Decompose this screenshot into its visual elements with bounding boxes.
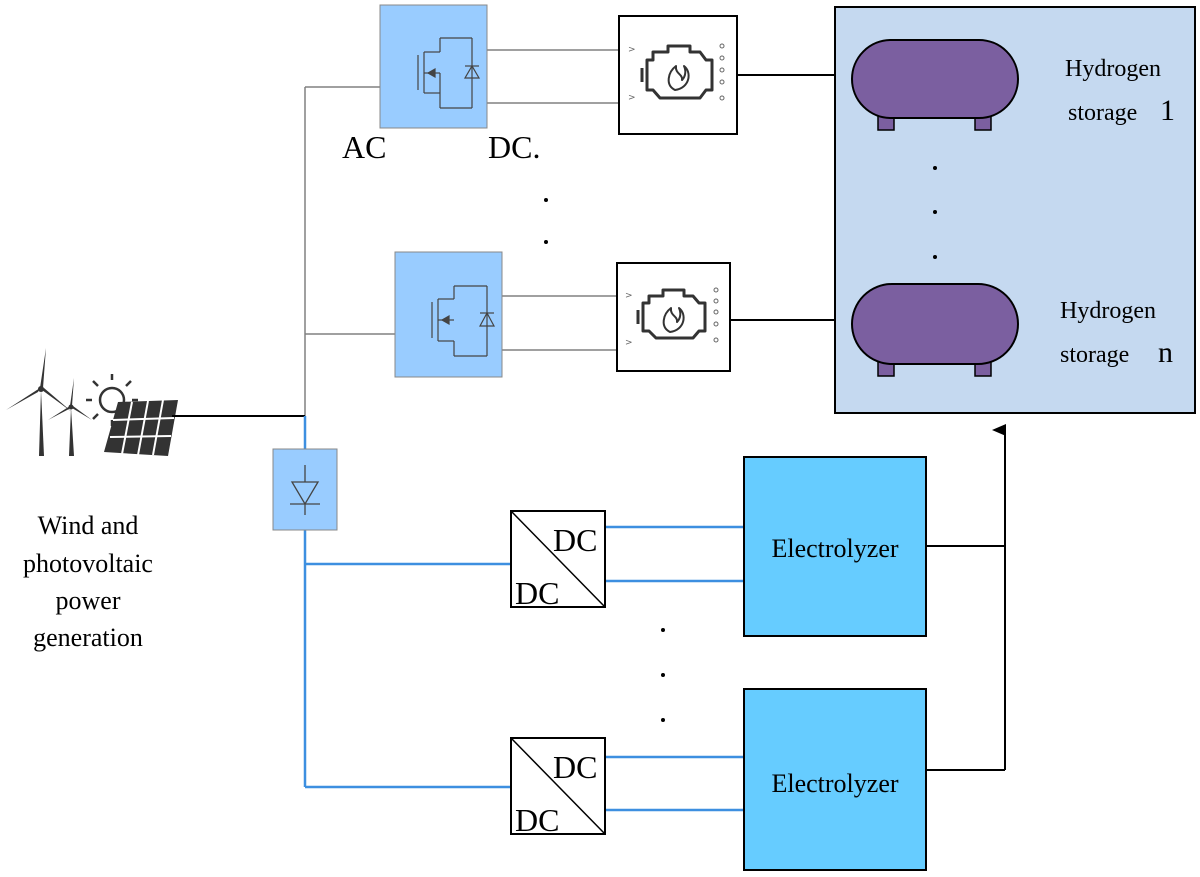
source-label-line-2: photovoltaic [23, 549, 153, 578]
svg-text:>: > [628, 93, 636, 103]
source-label-line-1: Wind and [38, 511, 139, 540]
hydrogen-tank-n [851, 283, 1019, 377]
storage-1-index: 1 [1160, 94, 1175, 127]
mosfet-icon [417, 37, 473, 109]
hydrogen-storage-1-label: Hydrogen storage 1 [1065, 56, 1175, 127]
engine-block-1: > > [618, 15, 738, 135]
storage-ellipsis [933, 166, 937, 259]
engine-port-markers: > > [628, 43, 725, 103]
engine-icon [636, 288, 707, 340]
dc-dc-converter-1: DC DC [510, 510, 606, 611]
rectifier-block [272, 448, 338, 531]
electrolyzer-1-label: Electrolyzer [771, 534, 898, 563]
converter-ac-label: AC [342, 129, 386, 165]
electrolyzer-2: Electrolyzer [743, 688, 927, 871]
diode-icon [478, 311, 496, 327]
ac-dc-converter-1 [379, 4, 488, 129]
converter-dc-label: DC. [488, 129, 540, 165]
wind-turbine-icon [6, 348, 92, 456]
svg-text:>: > [625, 291, 633, 301]
hydrogen-tank-1 [851, 39, 1019, 131]
mosfet-icon [431, 285, 488, 357]
storage-n-line2: storage [1060, 342, 1129, 368]
dcdc-1-top: DC [553, 522, 597, 558]
dcdc-2-bottom: DC [515, 802, 559, 838]
solar-panel-icon [104, 399, 178, 456]
electrolyzer-to-storage-lines [926, 424, 1006, 771]
svg-text:>: > [628, 45, 636, 55]
source-label-line-4: generation [33, 623, 143, 652]
ac-dc-converter-2 [394, 251, 503, 378]
storage-n-index: n [1158, 336, 1173, 369]
dc-dc-converter-2: DC DC [510, 737, 606, 838]
electrolyzer-ellipsis [661, 628, 665, 722]
storage-n-line1: Hydrogen [1060, 298, 1156, 324]
dcdc-2-top: DC [553, 749, 597, 785]
hydrogen-storage-n-label: Hydrogen storage n [1060, 298, 1173, 369]
engine-block-2: > > [616, 262, 731, 372]
source-label: Wind and photovoltaic power generation [23, 511, 153, 652]
electrolyzer-2-label: Electrolyzer [771, 769, 898, 798]
electrolyzer-1: Electrolyzer [743, 456, 927, 637]
dc-bus-wiring [303, 416, 744, 812]
converter-ellipsis [544, 198, 548, 244]
diode-icon [463, 64, 481, 79]
engine-to-storage-lines [730, 74, 835, 321]
source-label-line-3: power [56, 586, 121, 615]
engine-icon [640, 44, 714, 100]
svg-text:>: > [625, 338, 633, 348]
dcdc-1-bottom: DC [515, 575, 559, 611]
engine-port-markers: > > [625, 287, 719, 348]
diode-icon [290, 465, 320, 515]
storage-1-line2: storage [1068, 100, 1137, 126]
storage-1-line1: Hydrogen [1065, 56, 1161, 82]
